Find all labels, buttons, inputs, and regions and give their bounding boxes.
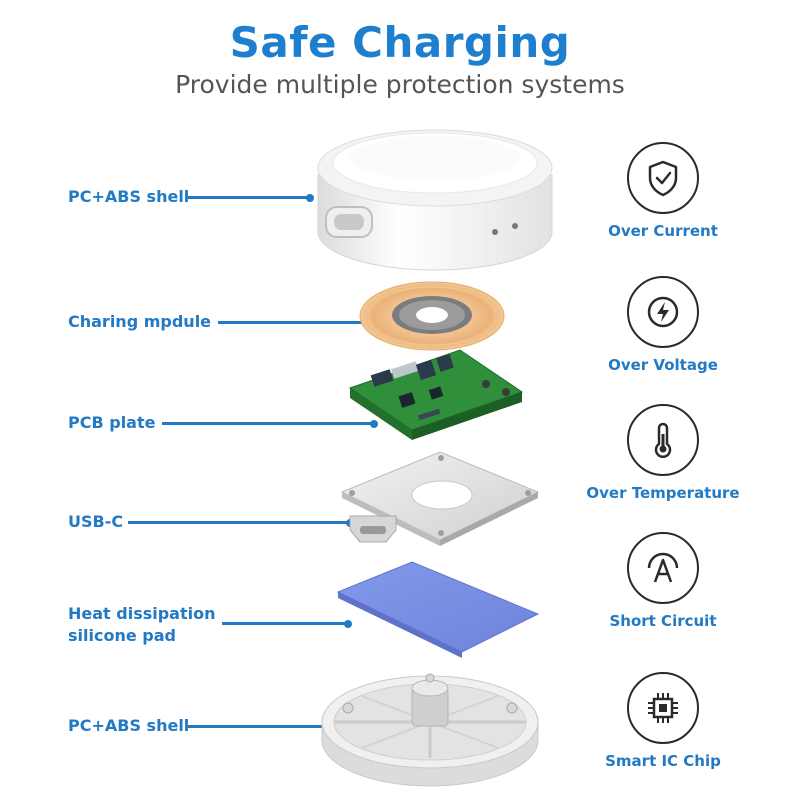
leader-line-charging-module [218, 321, 366, 324]
feature-label-over-voltage: Over Voltage [608, 356, 718, 374]
label-bottom-shell: PC+ABS shell [68, 716, 190, 735]
feature-over-current: Over Current [563, 142, 763, 240]
feature-over-temperature: Over Temperature [563, 404, 763, 502]
lightning-bolt-icon [627, 276, 699, 348]
label-top-shell: PC+ABS shell [68, 187, 190, 206]
charging-coil-part [359, 281, 505, 351]
shield-check-icon [627, 142, 699, 214]
label-silicone-pad-line1: Heat dissipation [68, 604, 216, 623]
leader-line-silicone-pad [222, 622, 348, 625]
page-subtitle: Provide multiple protection systems [175, 70, 625, 99]
silicone-pad-part [336, 561, 540, 658]
label-silicone-pad: Heat dissipation silicone pad [68, 603, 216, 647]
leader-line-bottom-shell [188, 725, 344, 728]
feature-short-circuit: Short Circuit [563, 532, 763, 630]
ic-chip-icon [627, 672, 699, 744]
feature-over-voltage: Over Voltage [563, 276, 763, 374]
label-usb-c: USB-C [68, 512, 124, 531]
feature-label-over-temperature: Over Temperature [586, 484, 740, 502]
leader-line-usb-c [128, 521, 350, 524]
feature-label-short-circuit: Short Circuit [609, 612, 717, 630]
page-title: Safe Charging [229, 18, 571, 67]
thermometer-icon [627, 404, 699, 476]
label-silicone-pad-line2: silicone pad [68, 626, 176, 645]
leader-line-pcb-plate [162, 422, 374, 425]
feature-label-smart-ic-chip: Smart IC Chip [605, 752, 721, 770]
leader-dot-silicone-pad [344, 620, 352, 628]
feature-smart-ic-chip: Smart IC Chip [563, 672, 763, 770]
leader-dot-pcb-plate [370, 420, 378, 428]
top-shell-part [317, 129, 553, 271]
short-circuit-arc-icon [627, 532, 699, 604]
leader-dot-top-shell [306, 194, 314, 202]
usb-c-metal-plate-part [340, 451, 540, 546]
label-charging-module: Charing mpdule [68, 312, 212, 331]
bottom-shell-part [321, 673, 539, 787]
label-pcb-plate: PCB plate [68, 413, 156, 432]
feature-label-over-current: Over Current [608, 222, 718, 240]
pcb-plate-part [348, 349, 524, 440]
leader-line-top-shell [188, 196, 310, 199]
